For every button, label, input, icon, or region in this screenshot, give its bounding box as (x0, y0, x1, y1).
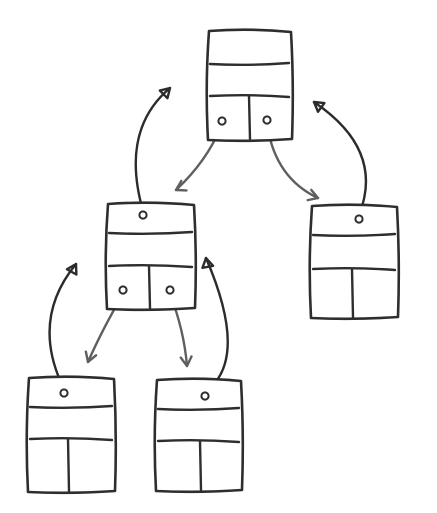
node-field-divider-top (28, 404, 114, 409)
pointer-parent-left-left-grandchild-to-left-child (48, 262, 78, 391)
node-child-split (247, 94, 252, 141)
node-layer (25, 28, 401, 495)
parent-pointer-dot (354, 214, 364, 224)
node-outline (25, 375, 118, 495)
parent-pointer-line (312, 100, 368, 217)
parent-pointer-line (48, 262, 78, 391)
node-outline (308, 203, 401, 321)
right-pointer-dot (165, 285, 175, 295)
node-outline (104, 201, 198, 312)
pointer-arrowhead (158, 86, 172, 100)
parent-pointer-dot (138, 210, 148, 220)
pointer-parent-right-child-to-root (312, 100, 368, 217)
tree-node-right-child (308, 203, 401, 321)
tree-node-left-left-grandchild (25, 375, 118, 495)
node-child-split (147, 264, 152, 310)
pointer-arrowhead (65, 262, 78, 276)
tree-node-root (205, 28, 295, 143)
pointer-arrowhead (174, 179, 188, 192)
pointer-arrowhead (306, 188, 320, 202)
parent-pointer-dot (59, 388, 69, 398)
pointer-arrowhead (201, 256, 215, 270)
pointer-arrowhead (312, 100, 326, 113)
node-child-split (66, 437, 71, 493)
left-pointer-dot (118, 285, 128, 295)
pointer-arrowhead (179, 355, 193, 368)
node-field-divider-top (107, 230, 194, 235)
node-field-divider-top (208, 61, 291, 66)
node-field-divider-bottom (28, 437, 114, 442)
tree-node-left-child (104, 201, 198, 312)
node-outline (205, 28, 295, 143)
parent-pointer-line (203, 256, 229, 394)
node-field-divider-bottom (107, 264, 194, 269)
left-pointer-dot (217, 116, 227, 126)
pointer-parent-left-child-to-root (134, 86, 172, 213)
node-child-split (350, 267, 355, 319)
node-field-divider-top (156, 406, 241, 411)
parent-pointer-dot (200, 391, 210, 401)
node-outline (153, 377, 245, 494)
tree-node-left-right-grandchild (153, 377, 245, 494)
parent-pointer-line (134, 86, 172, 213)
node-field-divider-bottom (311, 267, 397, 272)
right-pointer-dot (262, 115, 272, 125)
node-child-split (198, 439, 203, 492)
pointer-arrowhead (84, 350, 98, 364)
node-field-divider-top (311, 232, 397, 237)
node-field-divider-bottom (156, 439, 241, 444)
pointer-parent-left-right-grandchild-to-left-child (201, 256, 229, 394)
